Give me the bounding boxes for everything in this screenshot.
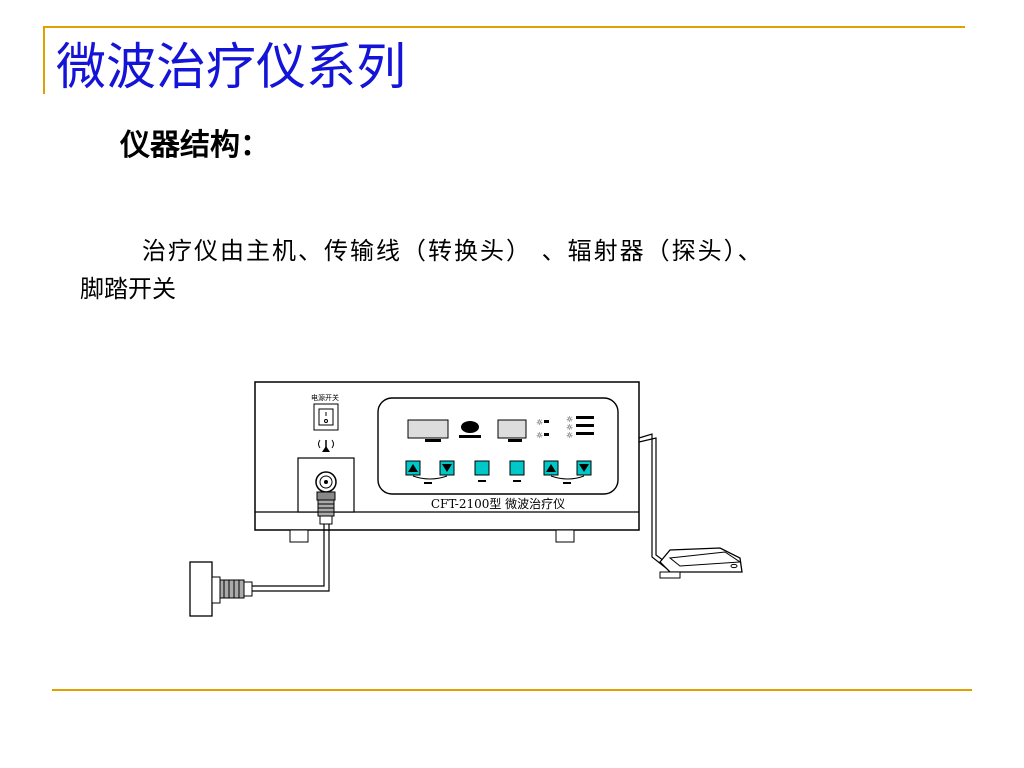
main-unit-foot-left [289,529,309,543]
mode-button-2[interactable] [509,460,525,476]
svg-text:☼: ☼ [566,431,573,440]
svg-text:☼: ☼ [536,418,543,427]
brand-logo [459,421,481,438]
cable-connector-nut [316,491,336,501]
button-pair-bracket-1 [412,475,448,480]
display-left [407,419,449,439]
button-pair-bracket-2 [550,475,585,480]
device-diagram: 电源开关 [189,381,743,617]
body-line-1: 治疗仪由主机、传输线（转换头） 、辐射器（探头）、 [142,237,764,265]
control-panel [377,397,619,495]
body-line-2: 脚踏开关 [80,275,176,303]
transmission-cable [250,524,330,592]
indicator-bars: ☼ ☼ ☼ [566,415,594,440]
indicator-light-2: ☼ [536,431,549,440]
display-left-unit [425,439,441,442]
power-switch-off-mark [324,419,328,423]
display-right [497,419,527,439]
body-paragraph: 治疗仪由主机、传输线（转换头） 、辐射器（探头）、 脚踏开关 [80,232,960,308]
foot-switch[interactable] [659,547,743,579]
time-down-button[interactable] [576,460,592,476]
antenna-icon [318,439,334,452]
power-up-button[interactable] [405,460,421,476]
section-heading: 仪器结构： [120,128,270,163]
cable-connector-tail [319,515,333,525]
radiator-probe[interactable] [189,561,253,617]
svg-text:☼: ☼ [536,431,543,440]
mode-button-1[interactable] [474,460,490,476]
slide-title: 微波治疗仪系列 [56,38,406,96]
foot-switch-cable [638,433,669,569]
power-switch-label: 电源开关 [311,393,339,402]
model-label: CFT-2100型 微波治疗仪 [431,497,565,511]
title-accent-bar [43,26,45,94]
svg-text:☼: ☼ [566,423,573,432]
power-down-button[interactable] [439,460,455,476]
bottom-divider-line [52,689,972,691]
power-switch-rocker [318,408,334,426]
output-port-pin [324,480,328,484]
time-up-button[interactable] [543,460,559,476]
top-divider-line [43,26,965,28]
indicator-light-1: ☼ [536,418,549,427]
display-right-unit [508,439,522,442]
main-unit-foot-right [555,529,575,543]
svg-text:☼: ☼ [566,415,573,424]
